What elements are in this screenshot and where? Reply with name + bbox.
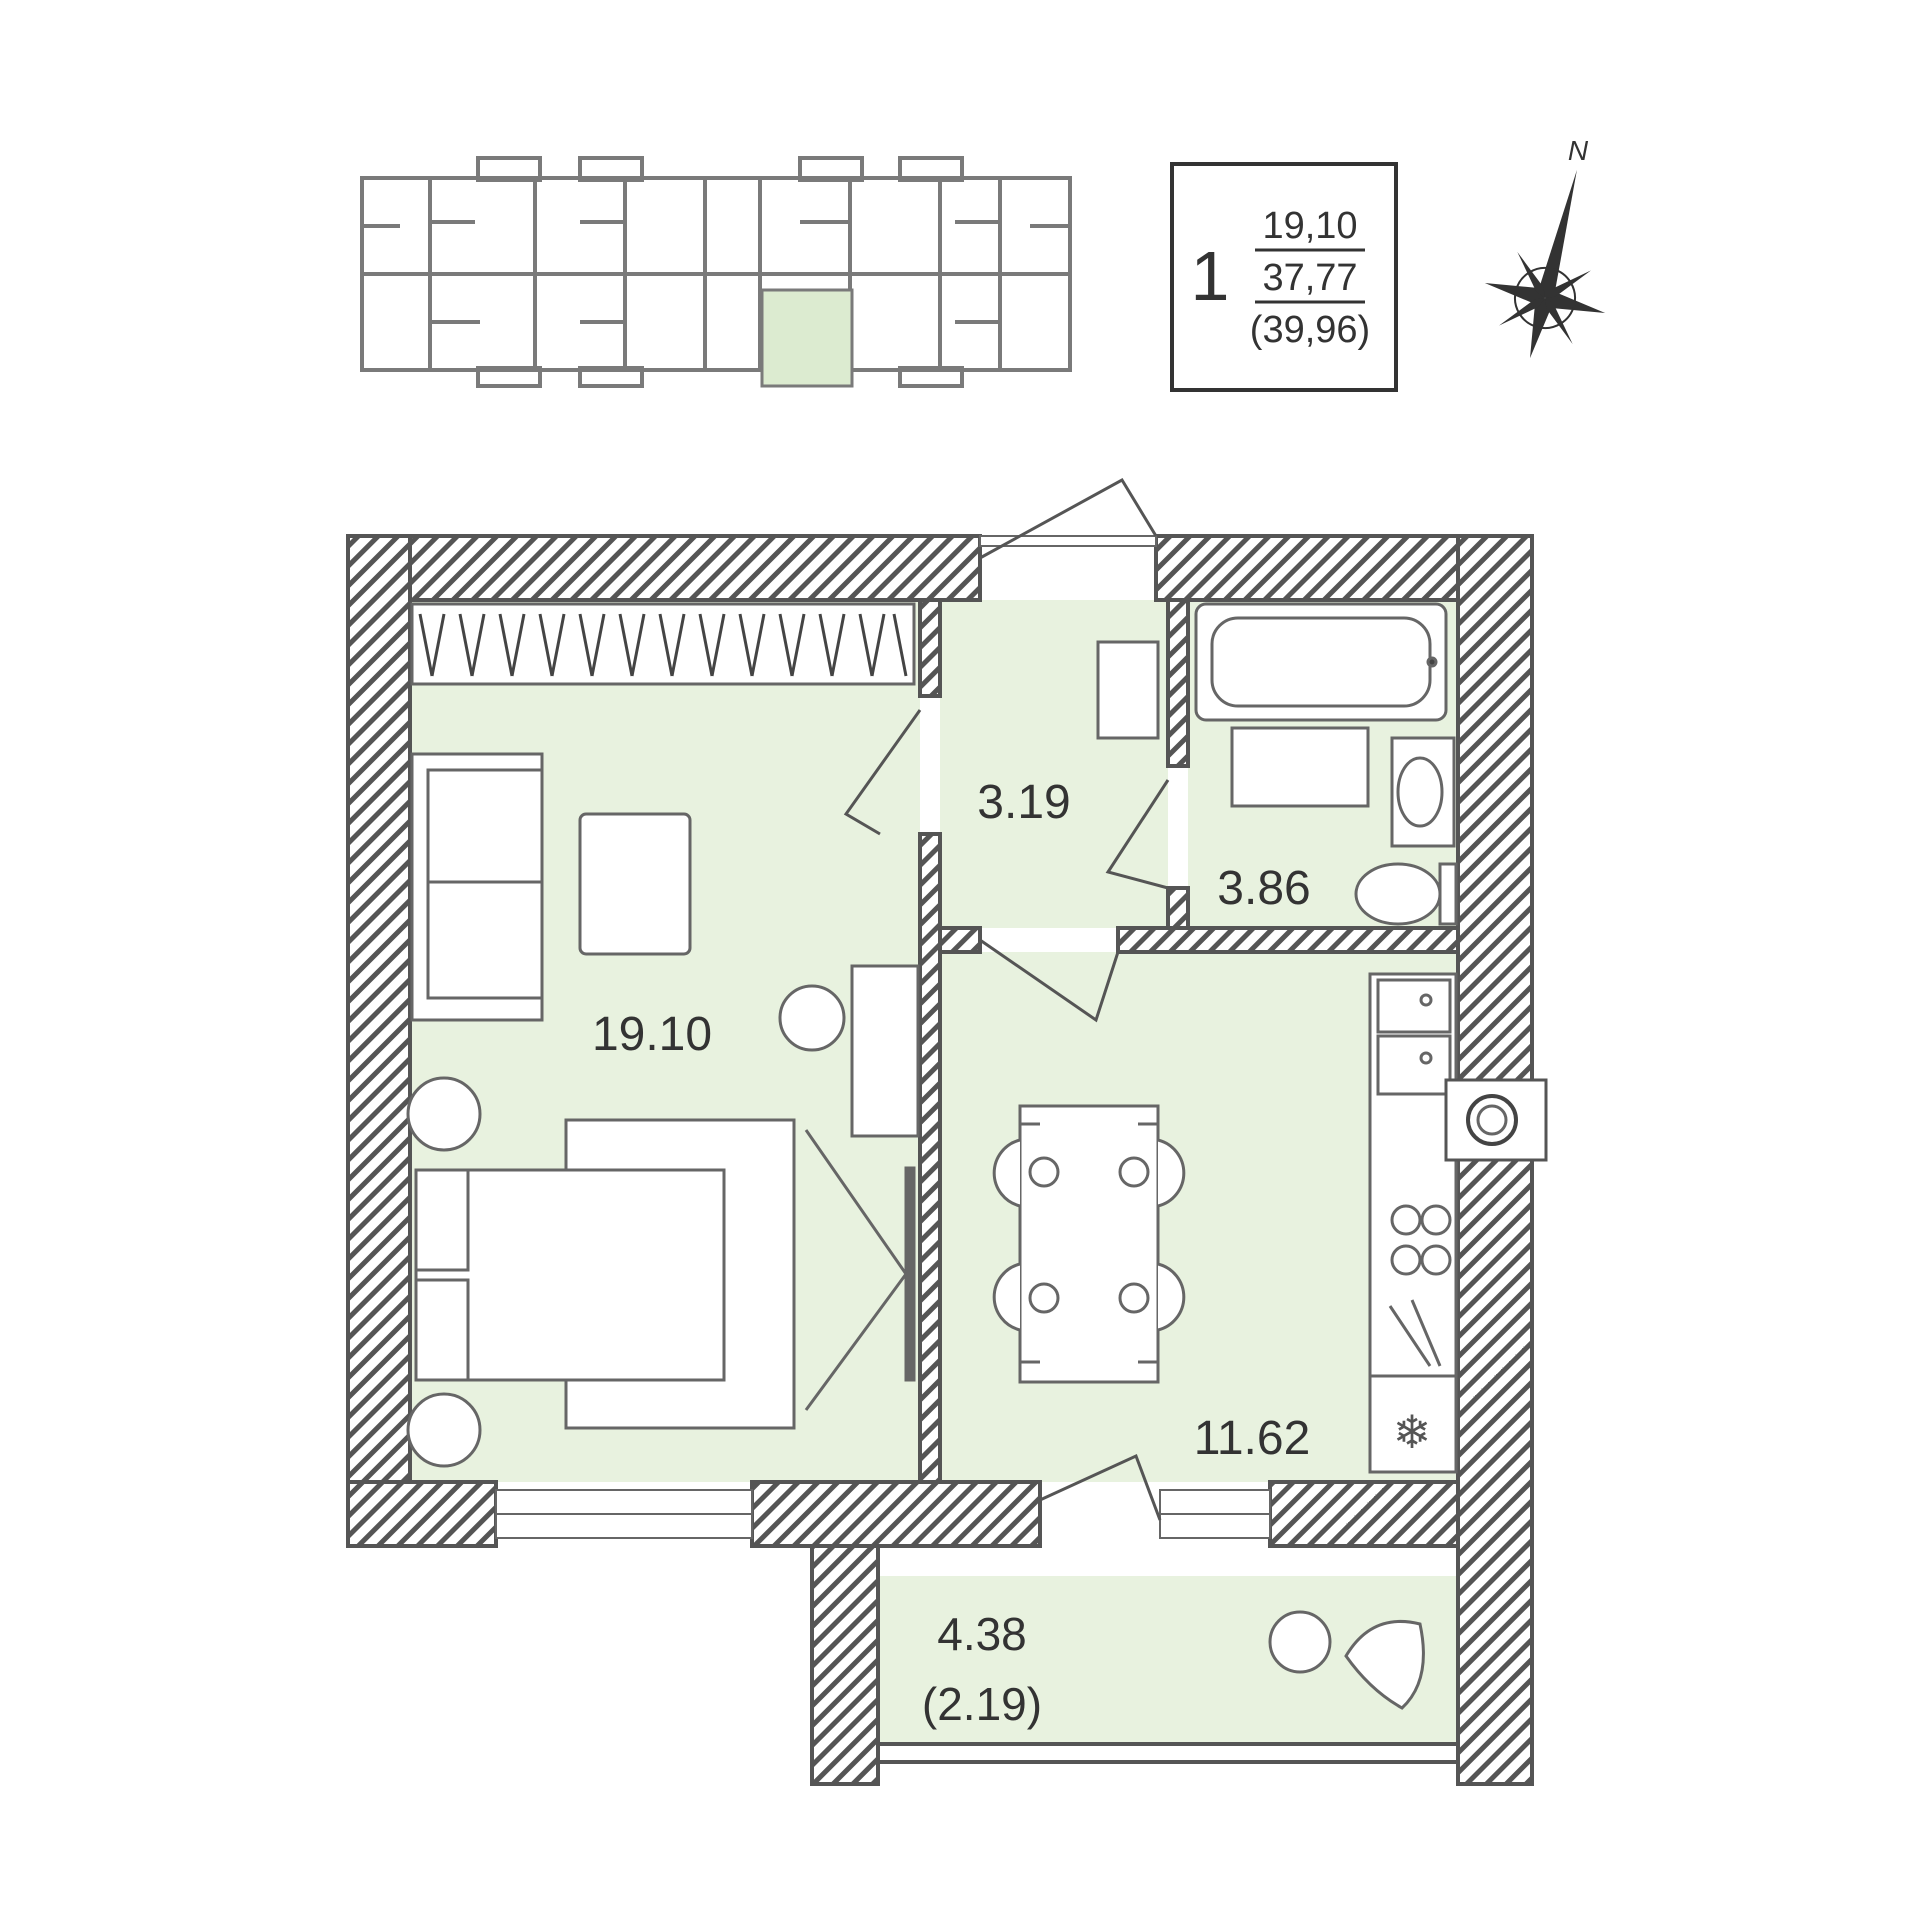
balcony-chair (1344, 1619, 1425, 1710)
apartment-highlight (760, 288, 854, 388)
balcony-reduced-area-label: (2.19) (922, 1678, 1042, 1730)
kitchen-area-label: 11.62 (1194, 1412, 1311, 1465)
kitchen-furniture: ❄ (992, 972, 1548, 1474)
doors (843, 477, 1170, 1521)
balcony-furniture (1268, 1610, 1425, 1710)
drain-icon (1426, 656, 1438, 668)
compass-north-label: N (1568, 135, 1589, 166)
toilet (1354, 862, 1442, 926)
bathroom-fixtures (1194, 602, 1458, 926)
coffee-table (578, 812, 692, 956)
rooms-count: 1 (1191, 237, 1230, 315)
desk (850, 964, 920, 1138)
dining-table (1018, 1104, 1160, 1384)
area-summary-box: 1 19,10 37,77 (39,96) (1170, 162, 1398, 392)
bath-mat (1230, 726, 1370, 808)
sink (1376, 978, 1452, 1034)
nightstand-top (406, 1076, 482, 1152)
bedroom-furniture (406, 602, 920, 1468)
desk-chair (778, 984, 846, 1052)
snowflake-icon: ❄ (1393, 1405, 1432, 1459)
compass-rose-icon (1484, 169, 1606, 359)
balcony-table (1268, 1610, 1332, 1674)
burner-icon (1390, 1204, 1422, 1236)
building-key-plan (360, 156, 1072, 388)
balcony-area-label: 4.38 (937, 1608, 1027, 1660)
total-area-value: 37,77 (1262, 257, 1357, 299)
total-with-balcony-value: (39,96) (1250, 309, 1370, 351)
hall-cabinet (1096, 640, 1160, 740)
utensils-icon (1388, 1305, 1432, 1367)
living-area-value: 19,10 (1262, 205, 1357, 247)
bedroom-area-label: 19.10 (592, 1008, 712, 1061)
hall-area-label: 3.19 (977, 776, 1070, 829)
wardrobe-hangers (418, 613, 908, 677)
chair (992, 1138, 1021, 1208)
bathroom-area-label: 3.86 (1217, 862, 1310, 915)
nightstand-bottom (406, 1392, 482, 1468)
windows (495, 535, 1271, 1539)
